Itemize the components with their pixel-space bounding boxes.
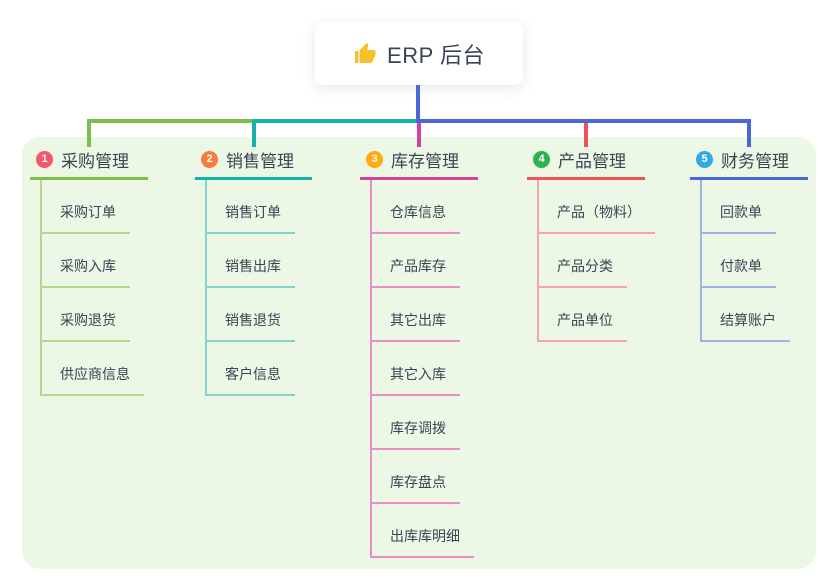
- branch-number-badge: 3: [366, 150, 383, 168]
- mindmap-node-label: 结算账户: [702, 310, 790, 342]
- branch-title-node[interactable]: 3 库存管理: [360, 149, 478, 180]
- branch-number-badge: 1: [36, 150, 53, 168]
- mindmap-node[interactable]: 其它出库: [372, 288, 478, 342]
- mindmap-node-label: 采购订单: [42, 202, 130, 234]
- branch-number-badge: 4: [533, 150, 550, 168]
- branch-4: 4 产品管理产品（物料） 产品分类产品单位: [527, 149, 655, 342]
- connector-line: [251, 119, 420, 123]
- mindmap-node-label: 销售出库: [207, 256, 295, 288]
- mindmap-panel: [22, 137, 816, 569]
- branch-2: 2 销售管理销售订单销售出库销售退货客户信息: [195, 149, 312, 396]
- connector-line: [416, 119, 751, 123]
- mindmap-node-label: 产品（物料）: [539, 202, 655, 234]
- mindmap-node-label: 其它入库: [372, 364, 460, 396]
- branch-label: 销售管理: [226, 151, 294, 171]
- mindmap-node[interactable]: 采购退货: [42, 288, 148, 342]
- mindmap-node[interactable]: 库存盘点: [372, 450, 478, 504]
- mindmap-node[interactable]: 销售退货: [207, 288, 312, 342]
- root-node[interactable]: ERP 后台: [315, 22, 523, 85]
- mindmap-node[interactable]: 采购入库: [42, 234, 148, 288]
- connector-line: [87, 119, 91, 147]
- mindmap-node[interactable]: 回款单: [702, 180, 808, 234]
- connector-line: [417, 123, 421, 147]
- mindmap-node-label: 产品分类: [539, 256, 627, 288]
- mindmap-node[interactable]: 产品（物料）: [539, 180, 655, 234]
- branch-label: 产品管理: [558, 151, 626, 171]
- connector-line: [87, 119, 256, 123]
- mindmap-node[interactable]: 产品分类: [539, 234, 655, 288]
- mindmap-node-label: 回款单: [702, 202, 776, 234]
- mindmap-node[interactable]: 客户信息: [207, 342, 312, 396]
- mindmap-node-label: 库存盘点: [372, 472, 460, 504]
- connector-line: [416, 85, 420, 123]
- mindmap-node-label: 销售退货: [207, 310, 295, 342]
- branch-5: 5 财务管理回款单付款单结算账户: [690, 149, 808, 342]
- mindmap-node-label: 出库库明细: [372, 526, 474, 558]
- branch-title-node[interactable]: 5 财务管理: [690, 149, 808, 180]
- branch-number-badge: 5: [696, 150, 713, 168]
- mindmap-node[interactable]: 产品单位: [539, 288, 655, 342]
- branch-item-list: 销售订单销售出库销售退货客户信息: [205, 180, 312, 396]
- mindmap-node-label: 产品单位: [539, 310, 627, 342]
- mindmap-node-label: 客户信息: [207, 364, 295, 396]
- branch-1: 1 采购管理采购订单采购入库采购退货供应商信息: [30, 149, 148, 396]
- mindmap-node-label: 仓库信息: [372, 202, 460, 234]
- mindmap-node[interactable]: 其它入库: [372, 342, 478, 396]
- mindmap-node[interactable]: 付款单: [702, 234, 808, 288]
- connector-line: [584, 123, 588, 147]
- mindmap-node-label: 采购入库: [42, 256, 130, 288]
- mindmap-node[interactable]: 结算账户: [702, 288, 808, 342]
- mindmap-node[interactable]: 采购订单: [42, 180, 148, 234]
- branch-item-list: 产品（物料） 产品分类产品单位: [537, 180, 655, 342]
- mindmap-node-label: 供应商信息: [42, 364, 144, 396]
- mindmap-node-label: 库存调拨: [372, 418, 460, 450]
- mindmap-node[interactable]: 供应商信息: [42, 342, 148, 396]
- mindmap-node[interactable]: 出库库明细: [372, 504, 478, 558]
- branch-title-node[interactable]: 4 产品管理: [527, 149, 645, 180]
- branch-label: 库存管理: [391, 151, 459, 171]
- mindmap-node-label: 其它出库: [372, 310, 460, 342]
- connector-line: [747, 119, 751, 147]
- root-node-label: ERP 后台: [387, 42, 485, 68]
- mindmap-node-label: 产品库存: [372, 256, 460, 288]
- mindmap-node[interactable]: 仓库信息: [372, 180, 478, 234]
- thumbs-up-icon: [353, 42, 377, 66]
- branch-3: 3 库存管理仓库信息产品库存其它出库其它入库库存调拨库存盘点出库库明细: [360, 149, 478, 558]
- connector-line: [251, 119, 256, 147]
- mindmap-node-label: 采购退货: [42, 310, 130, 342]
- mindmap-node-label: 销售订单: [207, 202, 295, 234]
- branch-label: 采购管理: [61, 151, 129, 171]
- branch-item-list: 仓库信息产品库存其它出库其它入库库存调拨库存盘点出库库明细: [370, 180, 478, 558]
- branch-title-node[interactable]: 1 采购管理: [30, 149, 148, 180]
- mindmap-node[interactable]: 产品库存: [372, 234, 478, 288]
- mindmap-node[interactable]: 库存调拨: [372, 396, 478, 450]
- branch-item-list: 回款单付款单结算账户: [700, 180, 808, 342]
- branch-title-node[interactable]: 2 销售管理: [195, 149, 312, 180]
- mindmap-node-label: 付款单: [702, 256, 776, 288]
- mindmap-node[interactable]: 销售出库: [207, 234, 312, 288]
- branch-item-list: 采购订单采购入库采购退货供应商信息: [40, 180, 148, 396]
- branch-number-badge: 2: [201, 150, 218, 168]
- branch-label: 财务管理: [721, 151, 789, 171]
- mindmap-node[interactable]: 销售订单: [207, 180, 312, 234]
